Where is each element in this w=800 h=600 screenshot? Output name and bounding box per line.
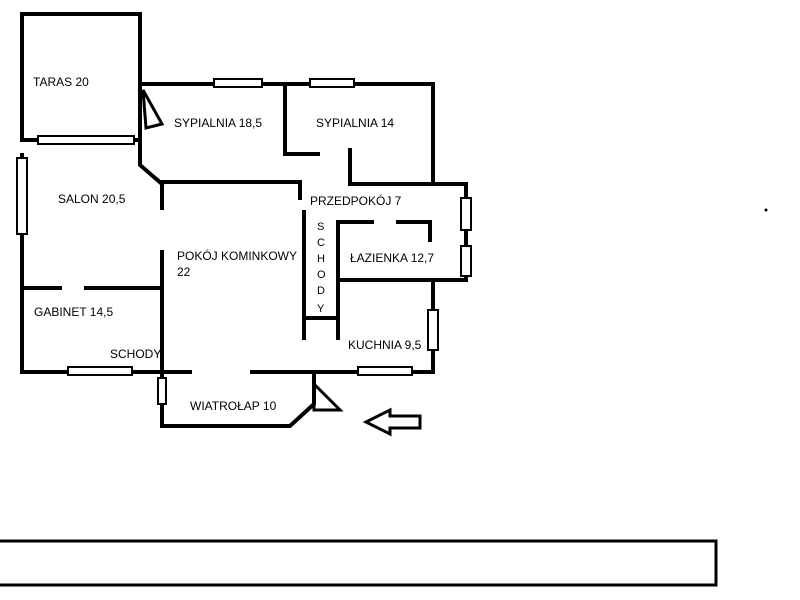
room-label-sypialnia-2: SYPIALNIA 14 bbox=[316, 116, 394, 130]
left-arrow-icon bbox=[362, 407, 422, 437]
window-salon bbox=[16, 157, 28, 235]
window-kitchen-east bbox=[427, 309, 439, 351]
window-east-1 bbox=[460, 197, 472, 231]
room-label-pokoj-kominkowy-area: 22 bbox=[177, 265, 191, 279]
stray-dot bbox=[764, 208, 768, 212]
windows bbox=[16, 78, 472, 405]
terrace-wall bbox=[20, 12, 142, 142]
room-label-salon: SALON 20,5 bbox=[58, 192, 126, 206]
bedroom-salon-corner bbox=[138, 138, 165, 187]
room-labels: TARAS 20 SYPIALNIA 18,5 SYPIALNIA 14 SAL… bbox=[33, 75, 434, 413]
stairs-letter: D bbox=[317, 285, 325, 297]
door-terrace-bedroom bbox=[141, 89, 165, 130]
window-terrace bbox=[37, 135, 135, 145]
bathroom-top-b bbox=[396, 220, 432, 242]
bedroom2-partition bbox=[283, 82, 320, 156]
window-east-2 bbox=[460, 245, 472, 277]
window-bedroom2 bbox=[309, 78, 355, 88]
window-kitchen-south bbox=[357, 366, 413, 376]
stairs-letter: C bbox=[317, 237, 325, 249]
doors bbox=[141, 89, 344, 412]
room-label-gabinet: GABINET 14,5 bbox=[34, 305, 113, 319]
room-label-schody: SCHODY bbox=[110, 347, 161, 361]
stairs-letter: O bbox=[317, 269, 326, 281]
room-label-sypialnia-1: SYPIALNIA 18,5 bbox=[174, 116, 262, 130]
bedroom-bottom-wall bbox=[160, 180, 302, 200]
room-label-kuchnia: KUCHNIA 9,5 bbox=[348, 338, 422, 352]
room-label-taras: TARAS 20 bbox=[33, 75, 89, 89]
room-label-lazienka: ŁAZIENKA 12,7 bbox=[350, 251, 434, 265]
window-gabinet bbox=[67, 366, 133, 376]
empty-bar bbox=[0, 539, 718, 587]
room-label-wiatrolap: WIATROŁAP 10 bbox=[190, 399, 277, 413]
bedroom2-bottom bbox=[348, 148, 435, 186]
stairs-letter: S bbox=[317, 221, 324, 233]
room-label-przedpokoj: PRZEDPOKÓJ 7 bbox=[310, 193, 402, 208]
window-vestibule bbox=[157, 377, 167, 405]
bedroom-outer-wall bbox=[138, 82, 468, 282]
west-wall bbox=[20, 153, 192, 374]
door-main-entrance bbox=[312, 380, 344, 412]
south-wall-b bbox=[250, 278, 435, 374]
room-label-pokoj-kominkowy: POKÓJ KOMINKOWY bbox=[177, 248, 297, 263]
stairs-letter: Y bbox=[317, 303, 325, 315]
window-bedroom1 bbox=[213, 78, 263, 88]
stairs-letter: H bbox=[317, 253, 325, 265]
stairs-vertical-label: S C H O D Y bbox=[317, 221, 326, 315]
